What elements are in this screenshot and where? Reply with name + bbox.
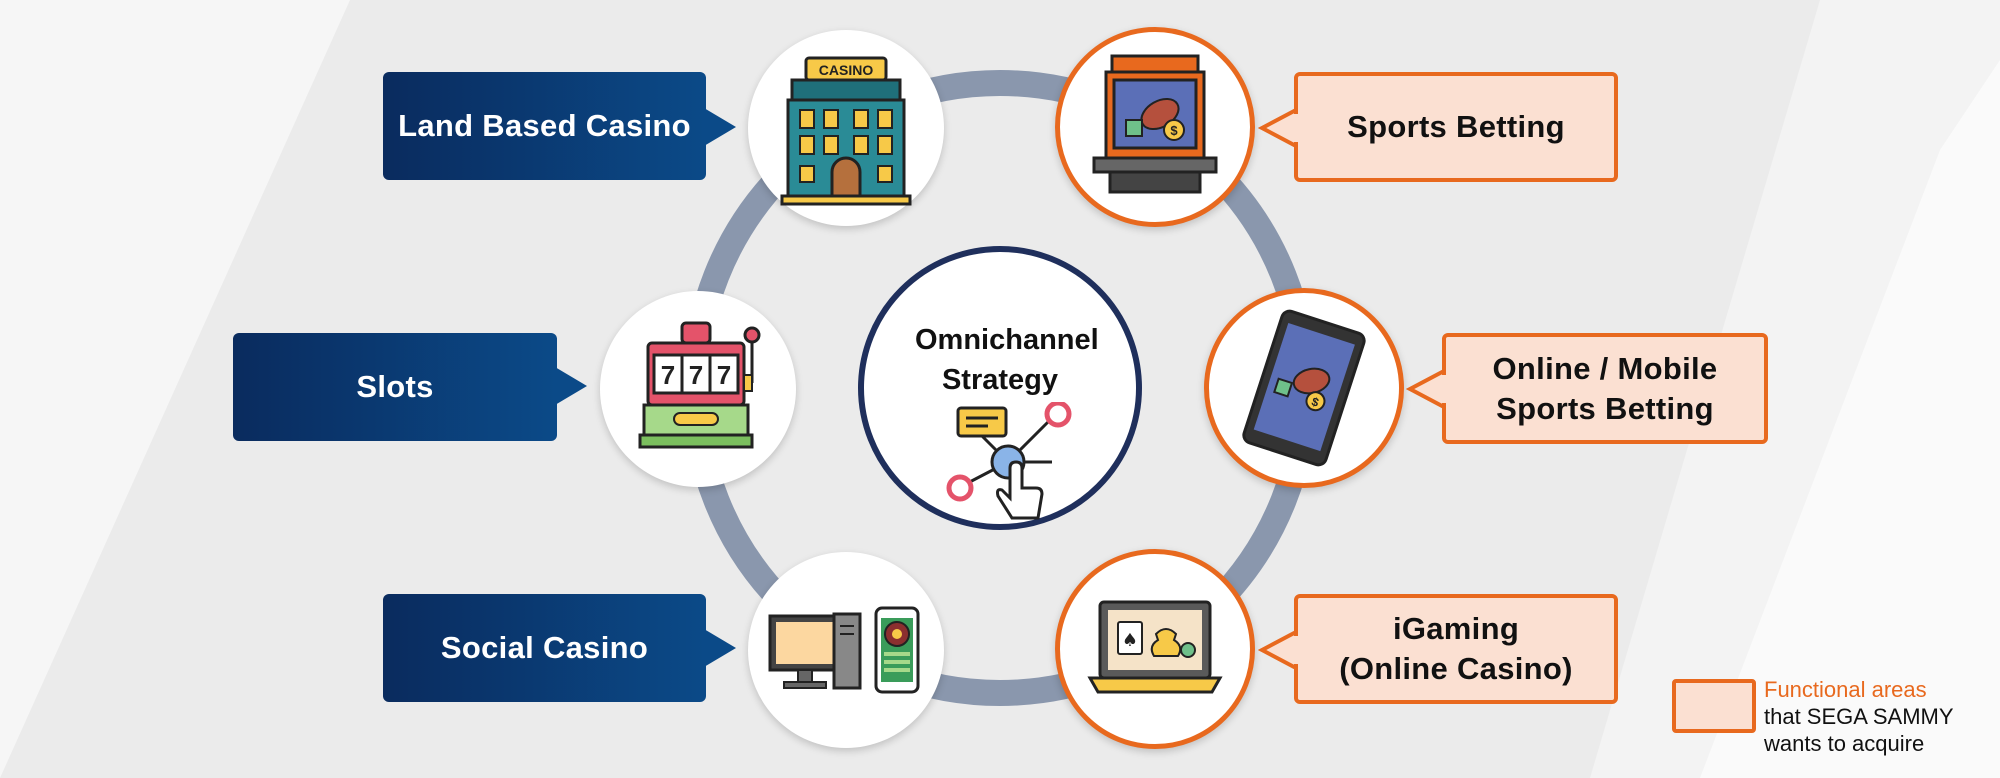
laptop-online-casino-icon: ♠: [1087, 600, 1223, 694]
center-title: Omnichannel Strategy: [915, 324, 1099, 396]
sports-betting-label: Sports Betting: [1294, 72, 1618, 182]
pointer-arrow: [555, 367, 587, 405]
pointer-arrow: [1258, 630, 1298, 670]
legend-swatch: [1672, 679, 1756, 733]
slot-machine-icon: 7 7 7: [638, 321, 761, 449]
casino-building-circle: CASINO: [748, 30, 944, 226]
tablet-sports-betting-icon: $: [1242, 309, 1366, 467]
svg-text:CASINO: CASINO: [819, 62, 874, 78]
computer-and-phone-roulette-icon: [768, 606, 920, 694]
svg-text:$: $: [1310, 394, 1321, 409]
svg-text:7: 7: [689, 360, 703, 390]
svg-text:7: 7: [661, 360, 675, 390]
legend-text: Functional areas that SEGA SAMMY wants t…: [1764, 676, 1994, 757]
online-mobile-sports-betting-label: Online / Mobile Sports Betting: [1442, 333, 1768, 444]
social-casino-circle: [748, 552, 944, 748]
omnichannel-strategy-hub: Omnichannel Strategy: [858, 246, 1142, 530]
pointer-arrow: [704, 629, 736, 667]
legend-line-2: that SEGA SAMMY: [1764, 704, 1954, 729]
social-casino-label: Social Casino: [383, 594, 706, 702]
sports-betting-circle: $: [1055, 27, 1255, 227]
online-mobile-sports-betting-circle: $: [1204, 288, 1404, 488]
network-touch-icon: [946, 402, 1072, 520]
sports-betting-kiosk-icon: $: [1092, 54, 1218, 194]
pointer-arrow: [704, 108, 736, 146]
igaming-circle: ♠: [1055, 549, 1255, 749]
slot-machine-circle: 7 7 7: [600, 291, 796, 487]
casino-building-icon: CASINO: [780, 56, 912, 206]
svg-text:$: $: [1170, 123, 1178, 138]
pointer-arrow: [1406, 369, 1446, 409]
legend-line-3: wants to acquire: [1764, 731, 1925, 756]
svg-text:♠: ♠: [1122, 630, 1138, 651]
slots-label: Slots: [233, 333, 557, 441]
igaming-label: iGaming (Online Casino): [1294, 594, 1618, 704]
svg-text:7: 7: [717, 360, 731, 390]
land-based-casino-label: Land Based Casino: [383, 72, 706, 180]
legend-line-1: Functional areas: [1764, 677, 1927, 702]
pointer-arrow: [1258, 108, 1298, 148]
